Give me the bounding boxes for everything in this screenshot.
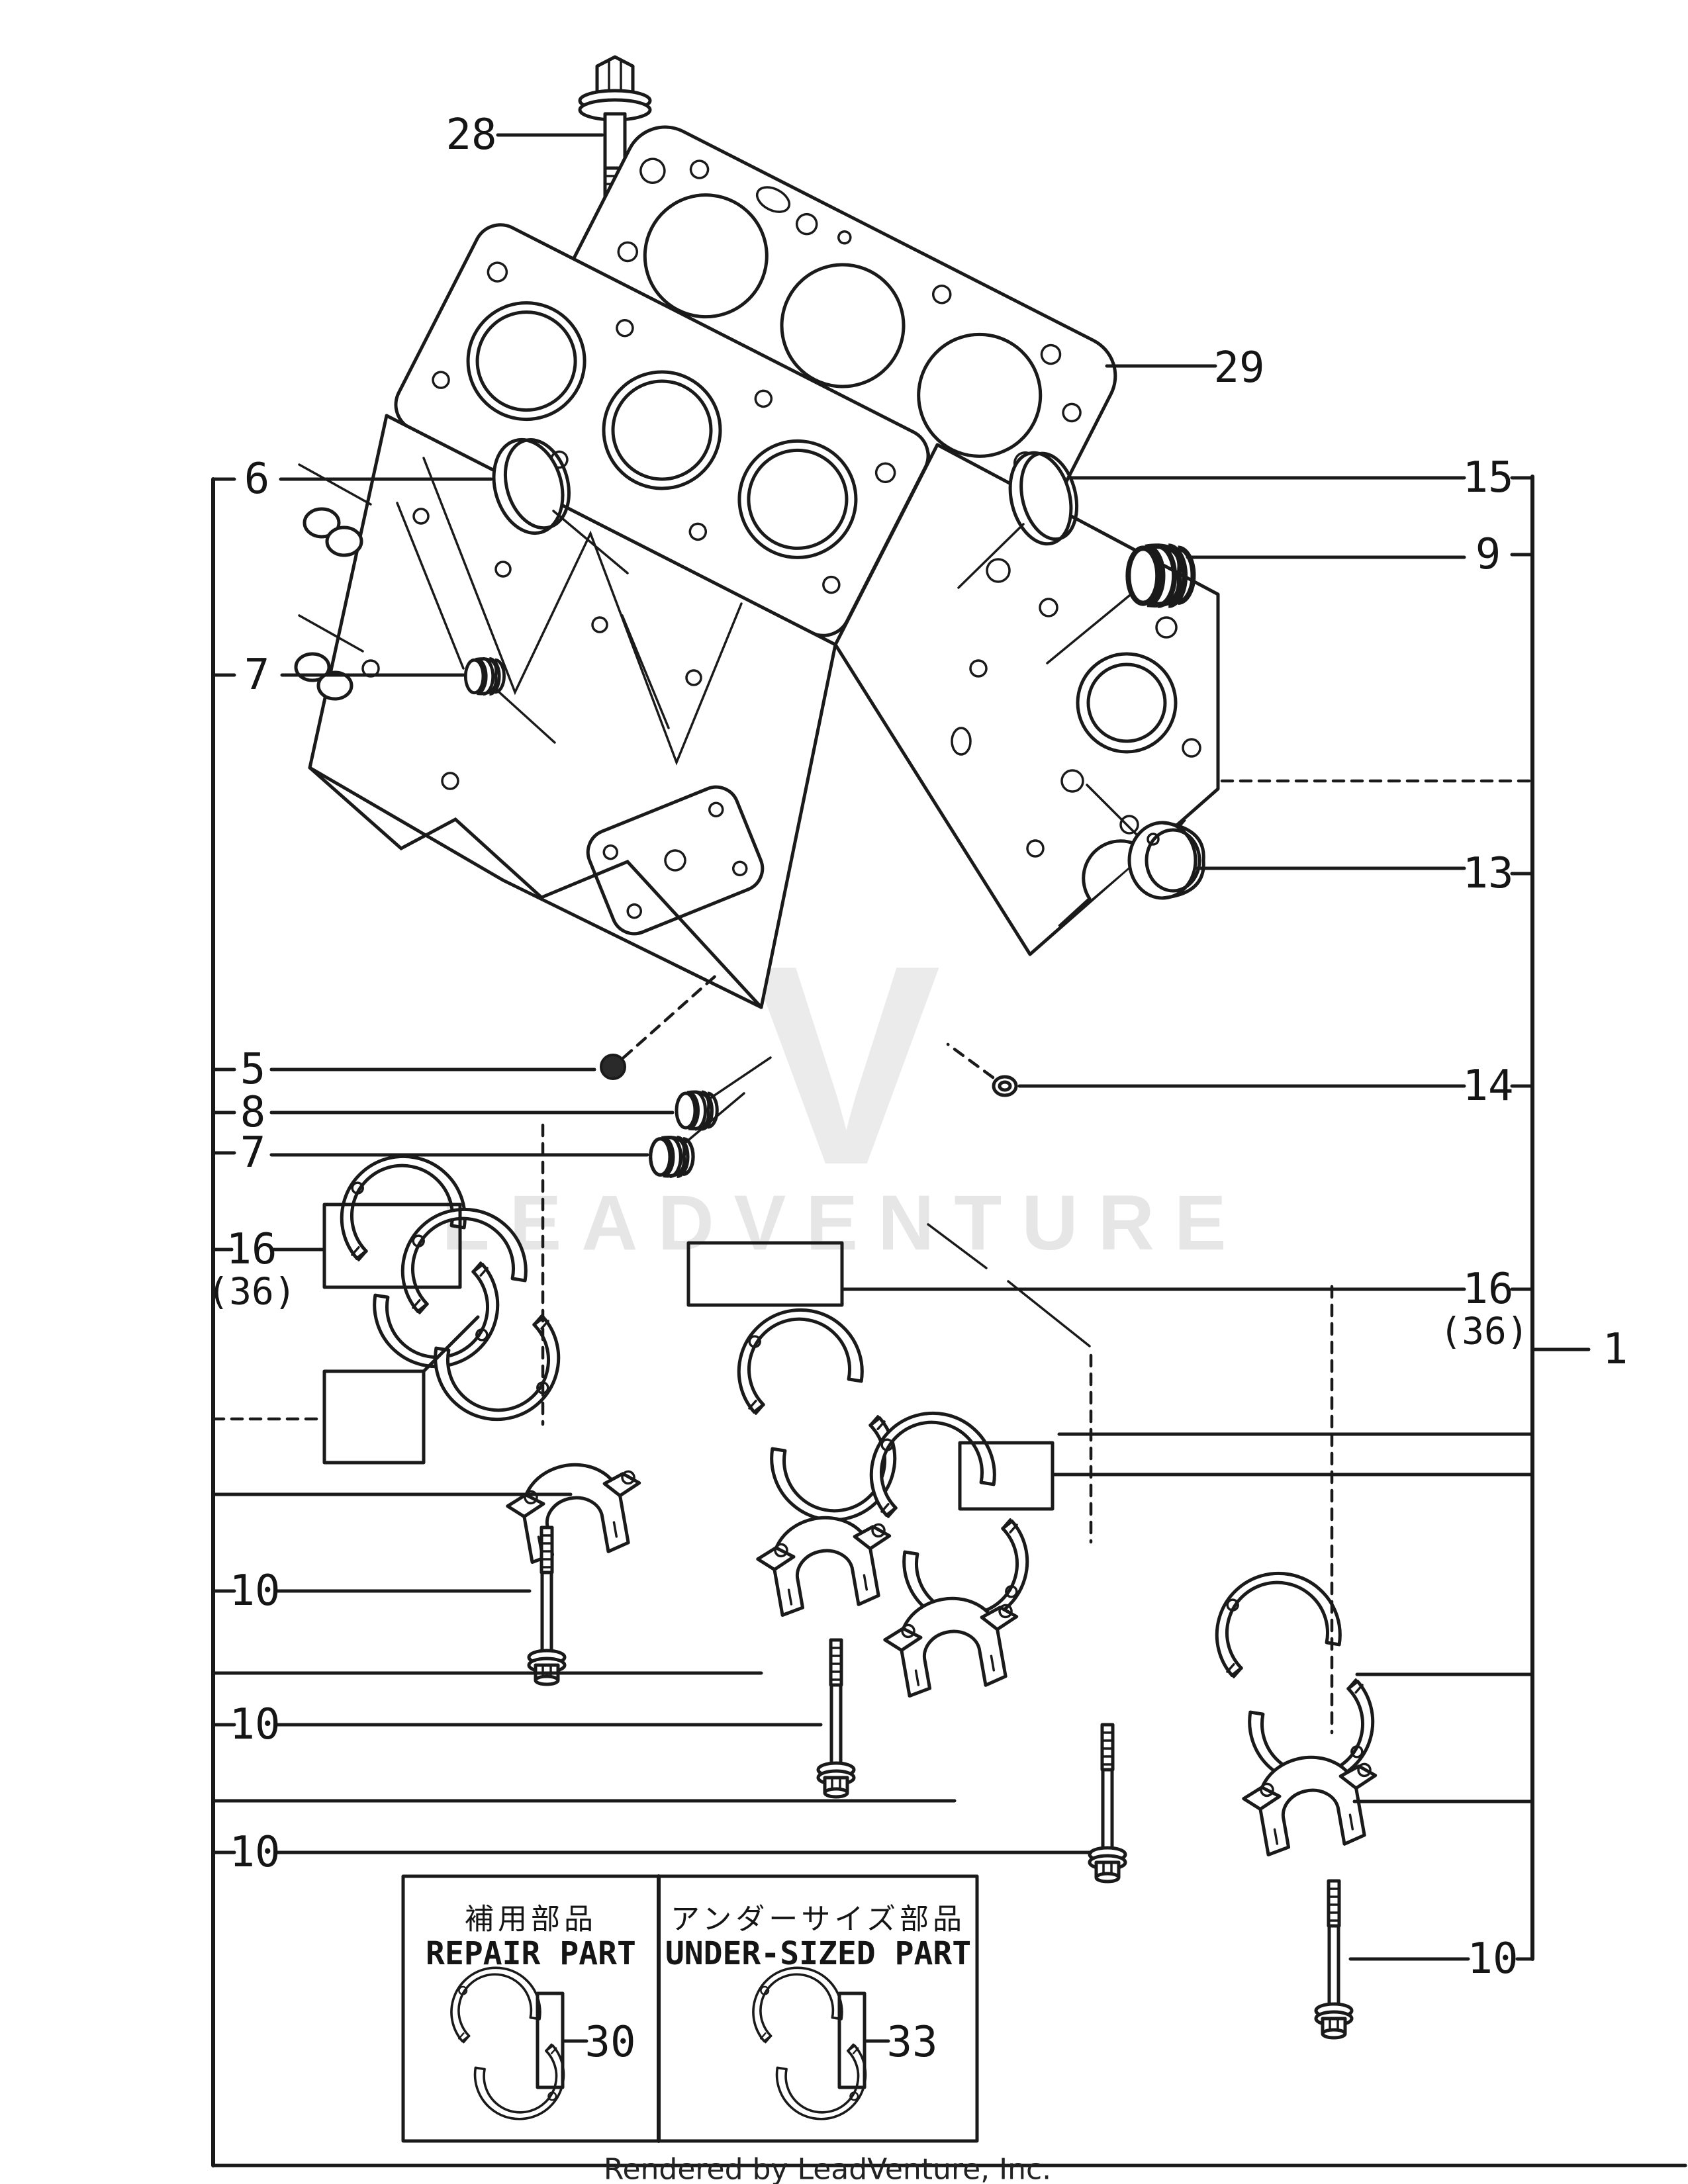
callout-8: 8 [240,1088,266,1137]
projection-lines [541,1123,1334,1735]
camshaft-bushing-13 [1127,821,1205,900]
leadventure-watermark: V LEADVENTURE [442,907,1246,1267]
screw-plug-8-tail [708,1056,772,1100]
repair-part-label-jp: 補用部品 [465,1903,597,1936]
callout-10c: 10 [229,1828,280,1877]
legend-box: 補用部品 REPAIR PART アンダーサイズ部品 UNDER-SIZED P… [401,1874,979,2143]
callout-7a: 7 [244,651,270,700]
cup-plug-left-tail [552,510,629,574]
screw-plug-7a-tail [496,690,556,744]
undersized-part-label-jp: アンダーサイズ部品 [671,1903,966,1936]
block-rear-face-holes [951,558,1201,858]
block-front-ribs [361,457,743,790]
group-box-shells-left2 [322,1315,480,1465]
repair-part-shell-pair [444,1960,572,2127]
cylinder-block [294,223,1220,1009]
group-box-shells-right [958,1441,1055,1511]
screw-plug-7b-tail [684,1092,745,1144]
cup-plug-right [1008,451,1079,546]
repair-part-label-en: REPAIR PART [426,1935,636,1972]
screw-plug-9-tail [1046,594,1131,664]
callout-6: 6 [244,455,270,504]
callout-9: 9 [1476,530,1501,579]
bearing-cap-bolt-4 [1316,1881,1352,2038]
left-bracket [211,477,1093,2167]
block-left-bosses [294,463,372,701]
callout-16-right: 16 [1462,1265,1513,1314]
main-bearing-cap-1 [502,1453,650,1567]
block-pan-rail [308,766,763,1009]
callout-28: 28 [445,111,496,159]
bearing-cap-bolt-3 [1090,1725,1125,1882]
callout-36-left: (36) [207,1271,297,1314]
plug-5 [600,1054,626,1080]
bushing-13-tail [1086,784,1139,837]
callout-16-left: 16 [226,1225,277,1274]
callout-33: 33 [886,2018,937,2067]
callout-10a: 10 [229,1567,280,1615]
right-bracket [840,475,1591,1961]
callout-7b: 7 [240,1128,266,1177]
group-box-shells-mid [686,1241,844,1307]
group-box-shells-left [322,1203,462,1289]
callout-1: 1 [1603,1325,1628,1374]
plug-14-dashed-tail [946,1042,995,1079]
callout-labels: 28 29 6 7 5 8 7 16 (36) 10 10 10 15 9 13… [207,111,1628,1983]
callout-15: 15 [1462,453,1513,502]
watermark-v-logo-icon: V [751,907,943,1224]
bearing-cap-bolt-2 [818,1640,854,1797]
cup-plug-right-tail [957,523,1025,589]
plug-14 [992,1075,1018,1097]
watermark-text: LEADVENTURE [442,1179,1246,1267]
cup-plug-left [492,437,571,535]
main-bearing-cap-3 [880,1587,1027,1701]
callout-14: 14 [1462,1062,1513,1111]
block-rear-face [833,443,1220,956]
block-side-cover [586,785,765,936]
undersized-part-label-en: UNDER-SIZED PART [665,1935,971,1972]
footer-credit: Rendered by LeadVenture, Inc. [604,2153,1051,2184]
undersized-part-shell-pair [745,1960,874,2127]
callout-10d: 10 [1467,1934,1518,1983]
callout-5: 5 [240,1045,266,1094]
callout-29: 29 [1213,343,1264,392]
main-bearing-cap-2 [753,1506,900,1620]
plug-5-dashed-tail [622,971,721,1060]
callout-30: 30 [585,2018,635,2067]
callout-36-right: (36) [1440,1310,1529,1353]
screw-plug-7b [651,1138,693,1177]
callout-13: 13 [1462,849,1513,898]
callout-10b: 10 [229,1700,280,1749]
